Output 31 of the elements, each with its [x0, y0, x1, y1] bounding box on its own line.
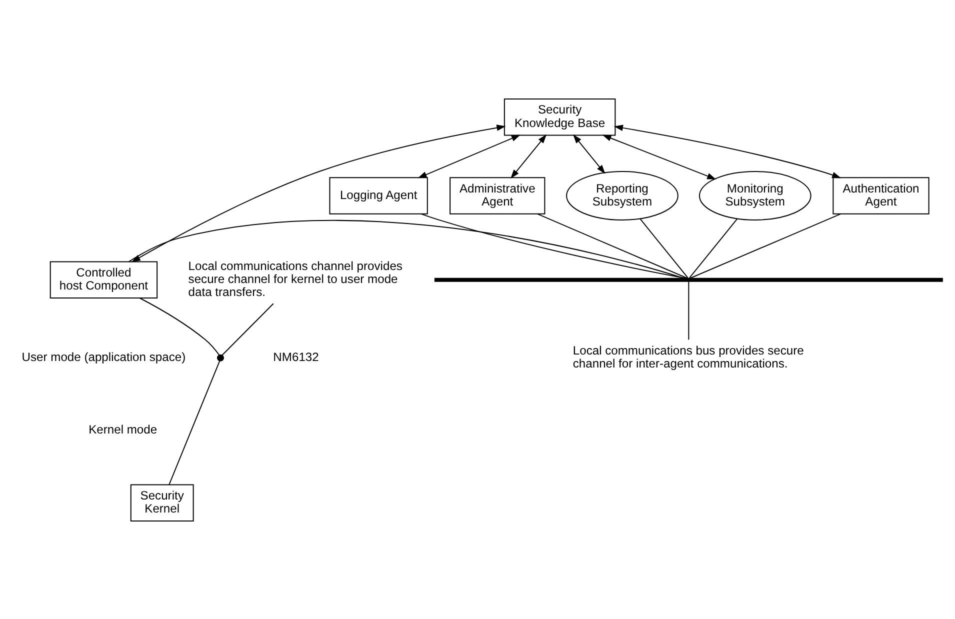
node-box: Administrative Agent	[450, 176, 546, 214]
node-ellipse: Monitoring Subsystem	[698, 170, 812, 220]
arrow	[510, 134, 547, 178]
label: NM6132	[273, 349, 319, 364]
connector	[537, 212, 688, 278]
label: Kernel mode	[88, 422, 158, 436]
arrow	[418, 134, 521, 178]
node-text: Local communications channel provides secure channel for kernel to user mode data transfers.	[188, 258, 402, 299]
node-box: Security Kernel	[130, 484, 194, 521]
connector	[421, 212, 686, 278]
connector	[140, 297, 220, 355]
node-box: Security Knowledge Base	[504, 98, 616, 136]
node-text: Local communications bus provides secure channel for inter-agent communications.	[572, 342, 804, 370]
arrow	[602, 134, 716, 179]
connector	[128, 219, 684, 278]
node-box: Authentication Agent	[832, 176, 930, 214]
connector	[689, 218, 738, 278]
node-circle	[216, 354, 224, 361]
connector	[690, 212, 841, 278]
arrow	[131, 124, 506, 262]
node-bar	[434, 277, 943, 282]
arrow	[573, 134, 606, 174]
connector	[688, 281, 690, 340]
connector	[222, 302, 274, 355]
arrow	[614, 124, 842, 178]
connector	[168, 360, 220, 484]
node-ellipse: Reporting Subsystem	[566, 170, 678, 220]
connector	[640, 218, 688, 278]
node-box: Controlled host Component	[50, 260, 158, 298]
label: User mode (application space)	[22, 349, 186, 364]
node-box: Logging Agent	[329, 176, 428, 214]
